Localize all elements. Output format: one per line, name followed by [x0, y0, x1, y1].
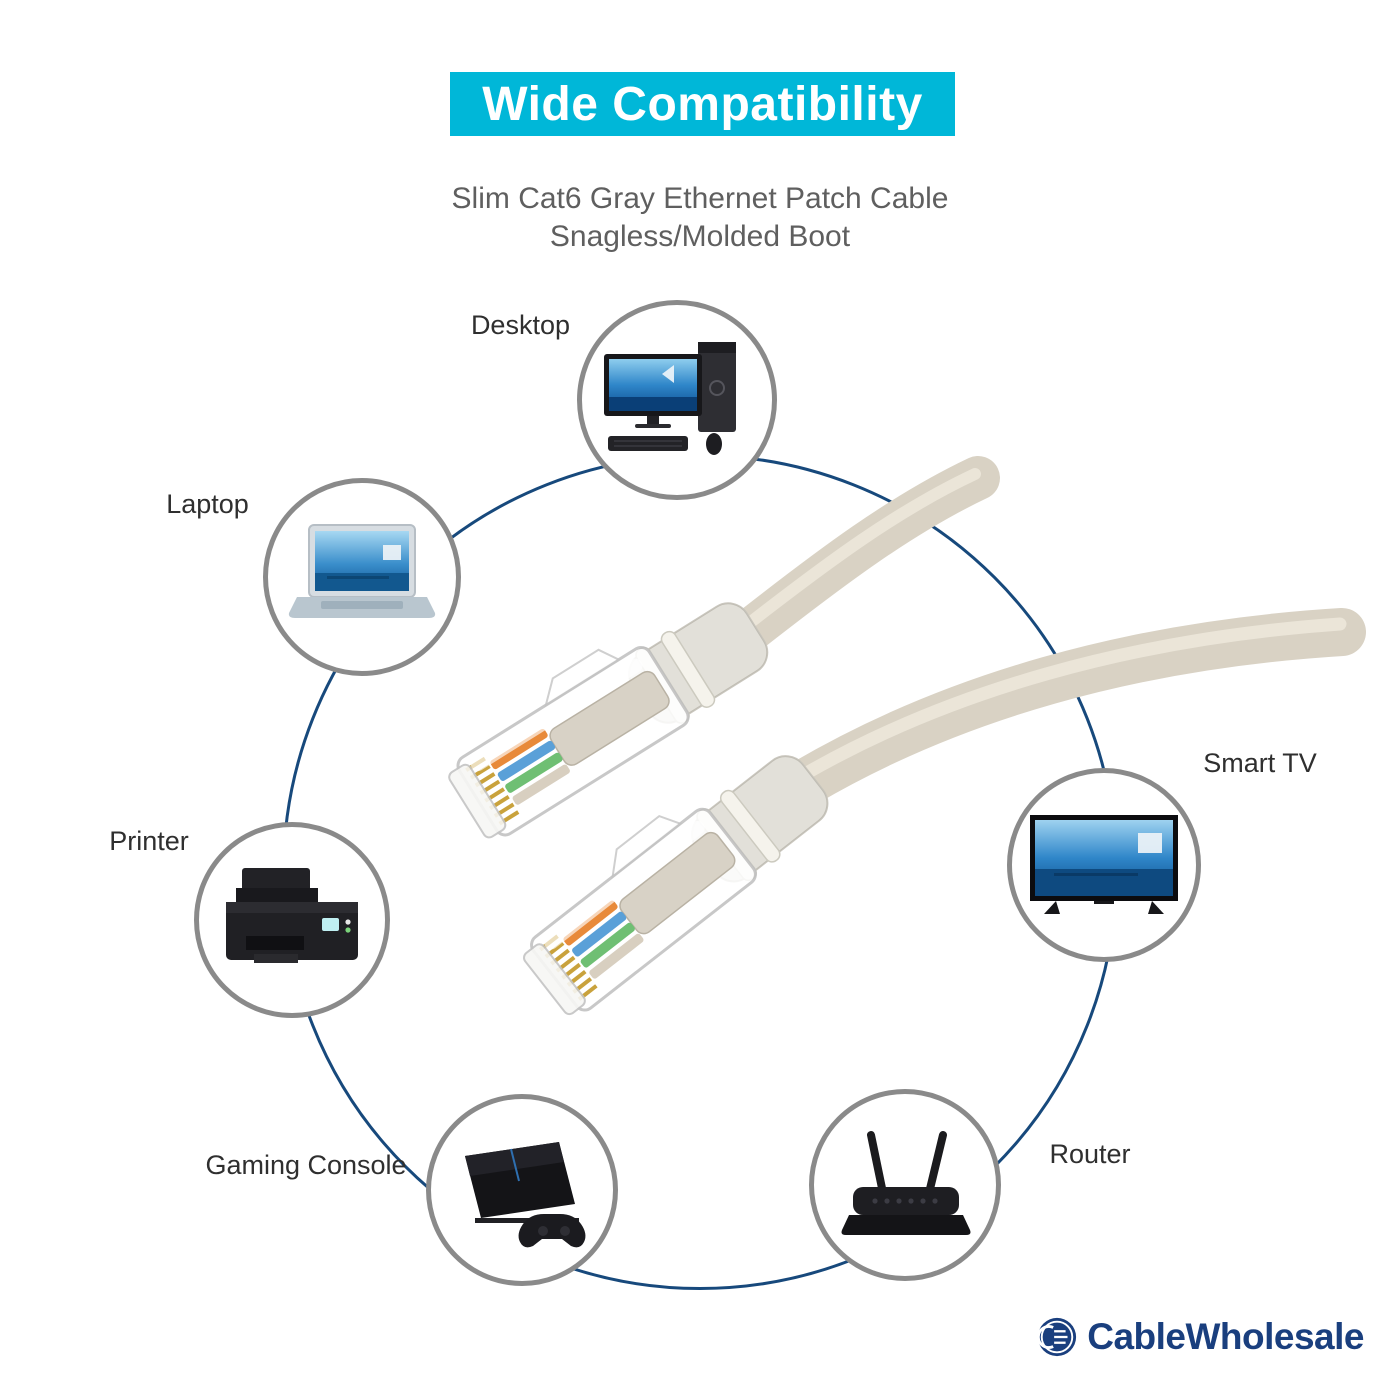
desktop-computer-icon — [604, 341, 736, 455]
device-circle-printer — [194, 822, 390, 1018]
device-label-router: Router — [1049, 1139, 1131, 1169]
subtitle-line2: Snagless/Molded Boot — [549, 220, 851, 253]
device-label-laptop: Laptop — [166, 489, 249, 519]
device-circle-smart-tv — [1007, 768, 1201, 962]
device-circle-gaming-console — [426, 1094, 618, 1286]
printer-icon — [226, 868, 358, 963]
device-label-printer: Printer — [109, 826, 189, 856]
gaming-console-icon — [465, 1142, 586, 1248]
device-circle-router — [809, 1089, 1001, 1281]
cable-strand-bottom — [781, 608, 1366, 807]
cablewholesale-logo-text: CableWholesale — [1087, 1316, 1364, 1357]
device-circle-desktop — [577, 300, 777, 500]
device-circle-laptop — [263, 478, 461, 676]
banner: Wide Compatibility — [450, 72, 955, 136]
subtitle-line1: Slim Cat6 Gray Ethernet Patch Cable — [451, 182, 949, 215]
cablewholesale-logo: CableWholesale — [1036, 1316, 1364, 1358]
router-icon — [841, 1131, 971, 1235]
laptop-icon — [288, 524, 436, 618]
cable-strand-top — [725, 456, 1000, 655]
device-label-desktop: Desktop — [470, 310, 570, 340]
smart-tv-icon — [1030, 815, 1178, 914]
device-label-smart-tv: Smart TV — [1203, 748, 1317, 778]
device-label-gaming-console: Gaming Console — [205, 1150, 407, 1180]
banner-title: Wide Compatibility — [482, 77, 923, 131]
cablewholesale-logo-icon — [1037, 1317, 1077, 1357]
subtitle: Slim Cat6 Gray Ethernet Patch Cable Snag… — [0, 180, 1400, 256]
